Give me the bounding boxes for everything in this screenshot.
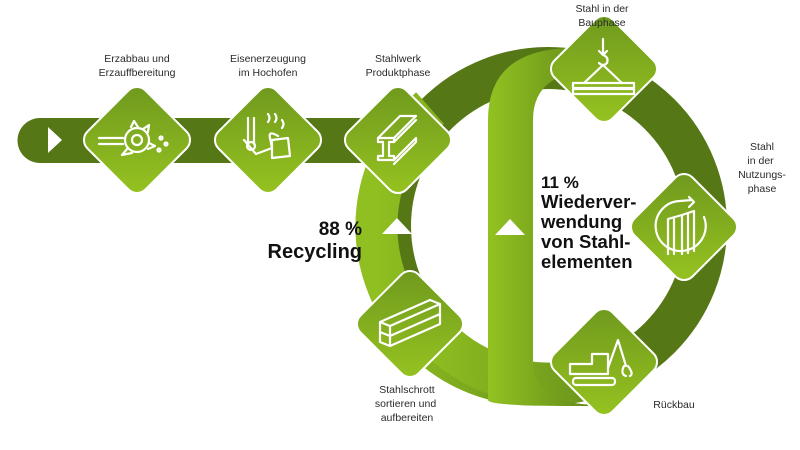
stage-erzabbau <box>82 85 192 195</box>
recycling-label: Recycling <box>268 241 362 263</box>
excavator-icon <box>568 338 633 387</box>
recycling-percent: 88 % <box>319 219 362 240</box>
building-cycle-icon <box>654 195 707 256</box>
crane-hook-icon <box>571 37 636 96</box>
scrap-bars-icon <box>378 298 442 348</box>
reuse-percent: 11 % <box>541 173 579 192</box>
flow-arrow-right-icon <box>48 127 62 153</box>
stage-rueckbau <box>549 307 659 417</box>
stage-bauphase <box>549 14 659 124</box>
stage-eisenerzeugung <box>213 85 323 195</box>
reuse-column <box>488 48 600 406</box>
blast-furnace-icon <box>242 112 292 160</box>
flow-arrow-up-icon <box>382 218 412 234</box>
stage-stahlwerk <box>343 85 453 195</box>
stage-label-rueckbau: Rückbau <box>653 399 695 411</box>
reuse-label: Wiederver-wendung von Stahl-elementen <box>540 191 636 272</box>
mining-wheel-icon <box>97 119 169 157</box>
flow-arrow-up-icon <box>495 219 525 235</box>
steel-beam-icon <box>376 114 418 166</box>
stage-nutzungsphase <box>629 172 739 282</box>
stage-stahlschrott <box>355 269 465 379</box>
